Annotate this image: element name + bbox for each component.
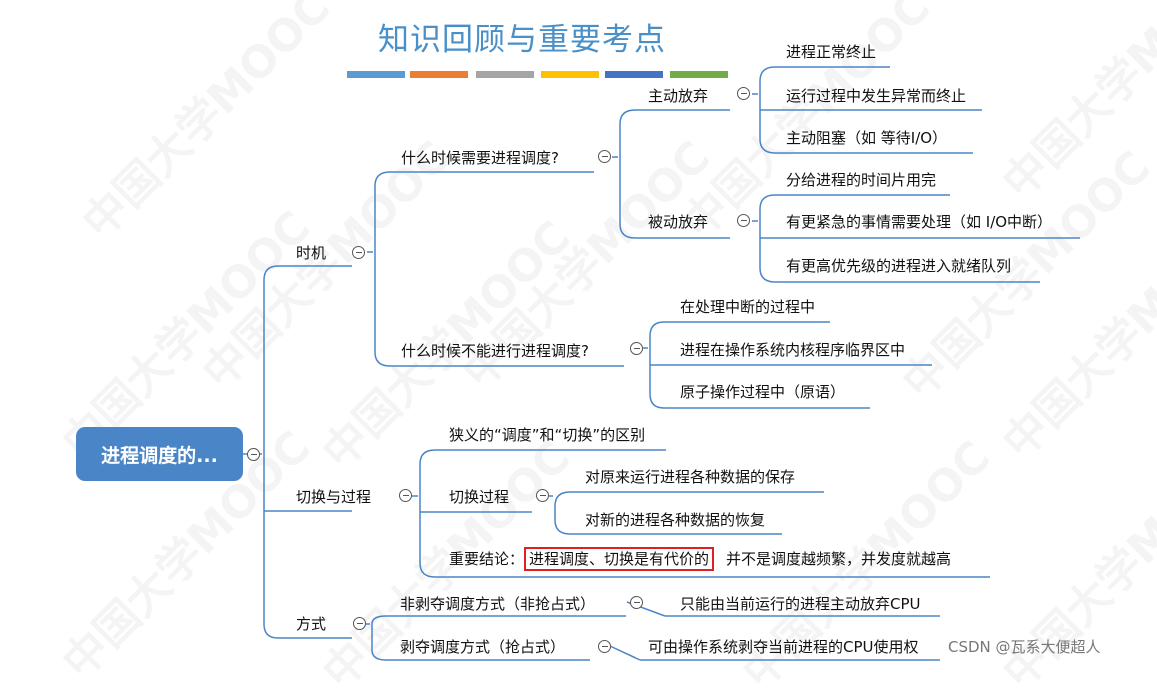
connector-lines [243, 66, 1080, 661]
color-bar [476, 71, 534, 78]
color-bar [541, 71, 599, 78]
color-bar [347, 71, 405, 78]
node-timing[interactable]: 时机 [296, 244, 327, 262]
collapse-toggle-icon[interactable] [247, 448, 260, 461]
conclusion-highlight: 进程调度、切换是有代价的 [524, 547, 715, 571]
page-title: 知识回顾与重要考点 [378, 22, 666, 58]
root-node[interactable]: 进程调度的... [76, 427, 243, 481]
collapse-toggle-icon[interactable] [737, 214, 750, 227]
node-switch-steps[interactable]: 切换过程 [449, 488, 510, 506]
collapse-toggle-icon[interactable] [352, 246, 365, 259]
node-narrow-diff[interactable]: 狭义的“调度”和“切换”的区别 [449, 426, 646, 444]
leaf-item[interactable]: 原子操作过程中（原语） [680, 383, 846, 401]
node-when-needed[interactable]: 什么时候需要进程调度? [401, 149, 559, 167]
node-conclusion[interactable]: 重要结论：进程调度、切换是有代价的并不是调度越频繁，并发度就越高 [449, 547, 952, 571]
leaf-item[interactable]: 有更紧急的事情需要处理（如 I/O中断） [786, 213, 1053, 231]
conclusion-suffix: 并不是调度越频繁，并发度就越高 [726, 550, 952, 568]
conclusion-prefix: 重要结论： [449, 550, 525, 568]
leaf-item[interactable]: 进程在操作系统内核程序临界区中 [680, 341, 906, 359]
mindmap-canvas: 中国大学MOOC 中国大学MOOC 中国大学MOOC 中国大学MOOC 中国大学… [53, 0, 1157, 699]
node-preemptive[interactable]: 剥夺调度方式（抢占式） [400, 638, 566, 656]
collapse-toggle-icon[interactable] [399, 489, 412, 502]
leaf-item[interactable]: 分给进程的时间片用完 [786, 171, 937, 189]
collapse-toggle-icon[interactable] [598, 150, 611, 163]
collapse-toggle-icon[interactable] [598, 640, 611, 653]
node-mode[interactable]: 方式 [296, 615, 327, 633]
node-active-yield[interactable]: 主动放弃 [648, 87, 709, 105]
node-nonpreemptive[interactable]: 非剥夺调度方式（非抢占式） [400, 595, 596, 613]
root-label: 进程调度的... [101, 444, 218, 467]
collapse-toggle-icon[interactable] [737, 87, 750, 100]
leaf-item[interactable]: 只能由当前运行的进程主动放弃CPU [680, 595, 921, 613]
leaf-item[interactable]: 主动阻塞（如 等待I/O） [786, 129, 948, 147]
leaf-item[interactable]: 有更高优先级的进程进入就绪队列 [786, 257, 1012, 275]
collapse-toggle-icon[interactable] [630, 596, 643, 609]
color-bar [410, 71, 468, 78]
node-when-not[interactable]: 什么时候不能进行进程调度? [401, 342, 589, 360]
leaf-item[interactable]: 可由操作系统剥夺当前进程的CPU使用权 [648, 638, 919, 656]
collapse-toggle-icon[interactable] [536, 489, 549, 502]
color-bar [605, 71, 663, 78]
leaf-item[interactable]: 运行过程中发生异常而终止 [786, 87, 967, 105]
node-switch-process[interactable]: 切换与过程 [296, 488, 372, 506]
collapse-toggle-icon[interactable] [353, 617, 366, 630]
source-credit: CSDN @瓦系大便超人 [948, 638, 1101, 656]
leaf-item[interactable]: 对新的进程各种数据的恢复 [585, 511, 766, 529]
node-passive-yield[interactable]: 被动放弃 [648, 213, 709, 231]
leaf-item[interactable]: 进程正常终止 [786, 43, 877, 61]
leaf-item[interactable]: 对原来运行进程各种数据的保存 [585, 468, 796, 486]
leaf-item[interactable]: 在处理中断的过程中 [680, 298, 816, 316]
color-bar [670, 71, 728, 78]
collapse-toggle-icon[interactable] [630, 342, 643, 355]
